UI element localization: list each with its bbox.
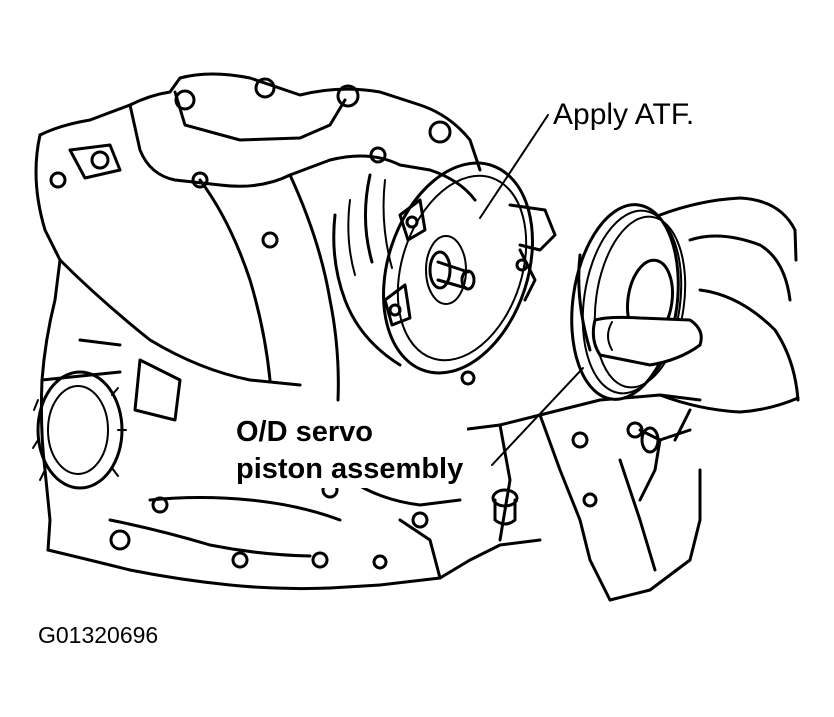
transmission-case: [34, 72, 702, 602]
servo-piston: [570, 203, 687, 401]
apply-atf-label: Apply ATF.: [553, 98, 695, 131]
servo-bore: [332, 173, 402, 367]
servo-stem: [425, 235, 476, 305]
figure-code: G01320696: [38, 622, 159, 648]
gear-opening: [32, 370, 127, 490]
servo-piston-label: O/D servo piston assembly: [232, 414, 468, 488]
hand: [591, 196, 800, 414]
callout-leaders: [479, 114, 584, 466]
servo-label-line-2: piston assembly: [236, 453, 464, 485]
detent-bracket: [491, 408, 692, 526]
servo-label-line-1: O/D servo: [236, 416, 373, 448]
case-bolts: [49, 77, 644, 570]
servo-cover: [382, 161, 557, 386]
